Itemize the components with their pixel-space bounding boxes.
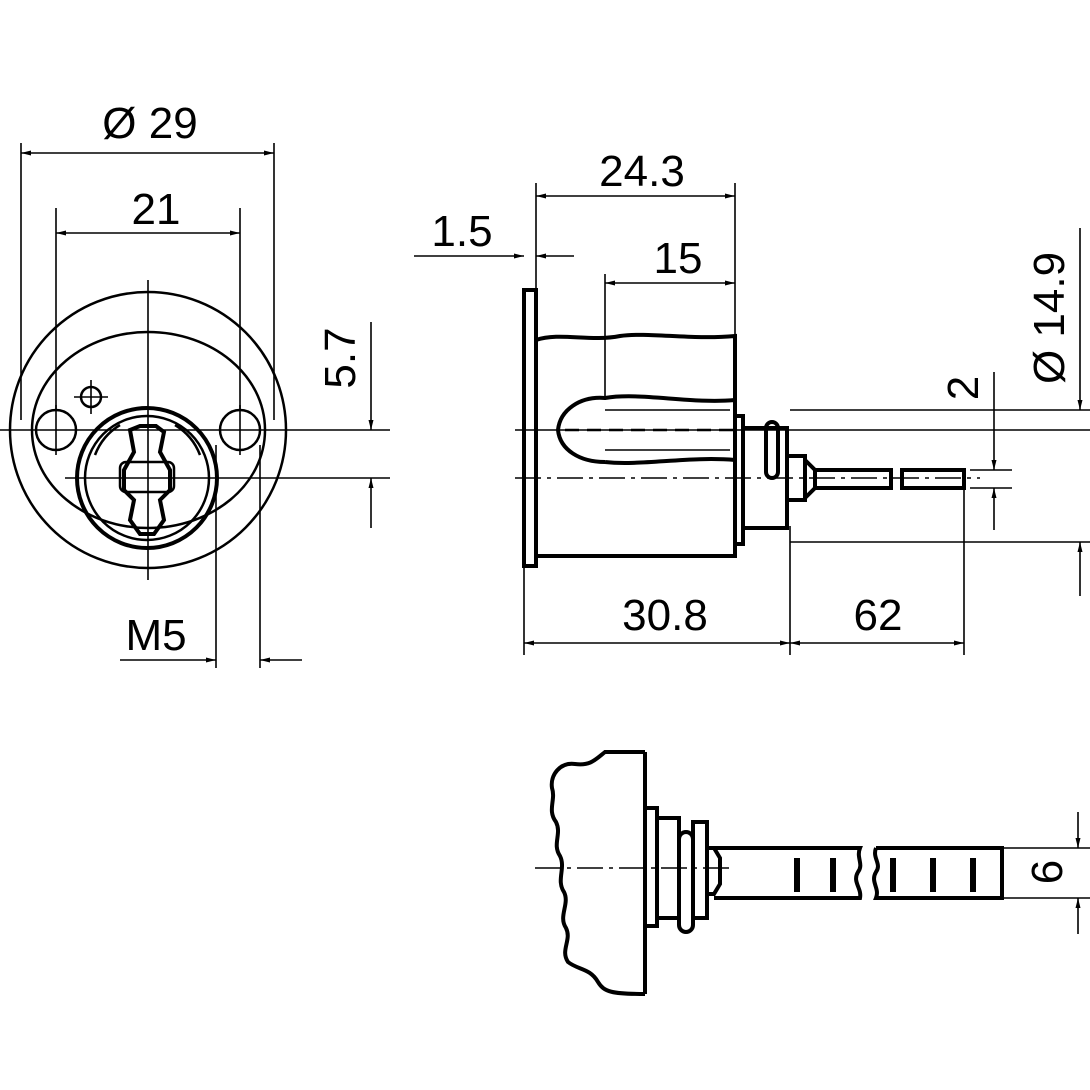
- dim-label-thread: M5: [125, 611, 186, 660]
- dim-label-side-diameter: Ø 14.9: [1025, 252, 1074, 384]
- side-body: [535, 332, 737, 558]
- front-core-arc-2: [174, 423, 202, 456]
- dim-label-outer-diameter: Ø 29: [102, 99, 197, 148]
- detail-broken-body: [549, 750, 646, 996]
- dim-label-body-length: 24.3: [599, 147, 685, 196]
- detail-tail-bar-1: [714, 846, 863, 900]
- detail-collar: [691, 820, 709, 920]
- detail-tail-bar-2: [872, 846, 1004, 900]
- side-tail-bar-2: [900, 468, 966, 490]
- dim-label-tail-width: 6: [1023, 860, 1072, 884]
- side-tail-bar-1: [813, 468, 893, 490]
- detail-clip: [677, 830, 695, 934]
- dim-label-flange-thickness: 1.5: [431, 207, 492, 256]
- detail-mark-3: [890, 858, 896, 892]
- front-target-symbol-icon: [74, 380, 108, 414]
- detail-mark-4: [930, 858, 936, 892]
- side-view: 1.5 24.3 15 Ø 14.9 2 30.8 62: [414, 147, 1090, 655]
- dim-label-overall-length: 30.8: [622, 591, 708, 640]
- detail-mark-2: [830, 858, 836, 892]
- dim-label-tail-length: 62: [854, 591, 903, 640]
- front-view: Ø 29 21 5.7 M5: [0, 99, 390, 668]
- detail-mark-5: [970, 858, 976, 892]
- detail-mark-1: [794, 858, 800, 892]
- dim-label-hidden-length: 15: [654, 234, 703, 283]
- front-key-slot: [118, 460, 176, 494]
- dim-label-small: 2: [939, 376, 988, 400]
- dim-label-offset: 5.7: [316, 327, 365, 388]
- side-flange: [522, 288, 538, 568]
- detail-view: 6: [535, 750, 1090, 996]
- detail-tail-taper: [707, 846, 722, 896]
- dim-label-hole-spacing: 21: [132, 185, 181, 234]
- front-keyway: [122, 424, 172, 536]
- front-core-arc: [93, 423, 121, 456]
